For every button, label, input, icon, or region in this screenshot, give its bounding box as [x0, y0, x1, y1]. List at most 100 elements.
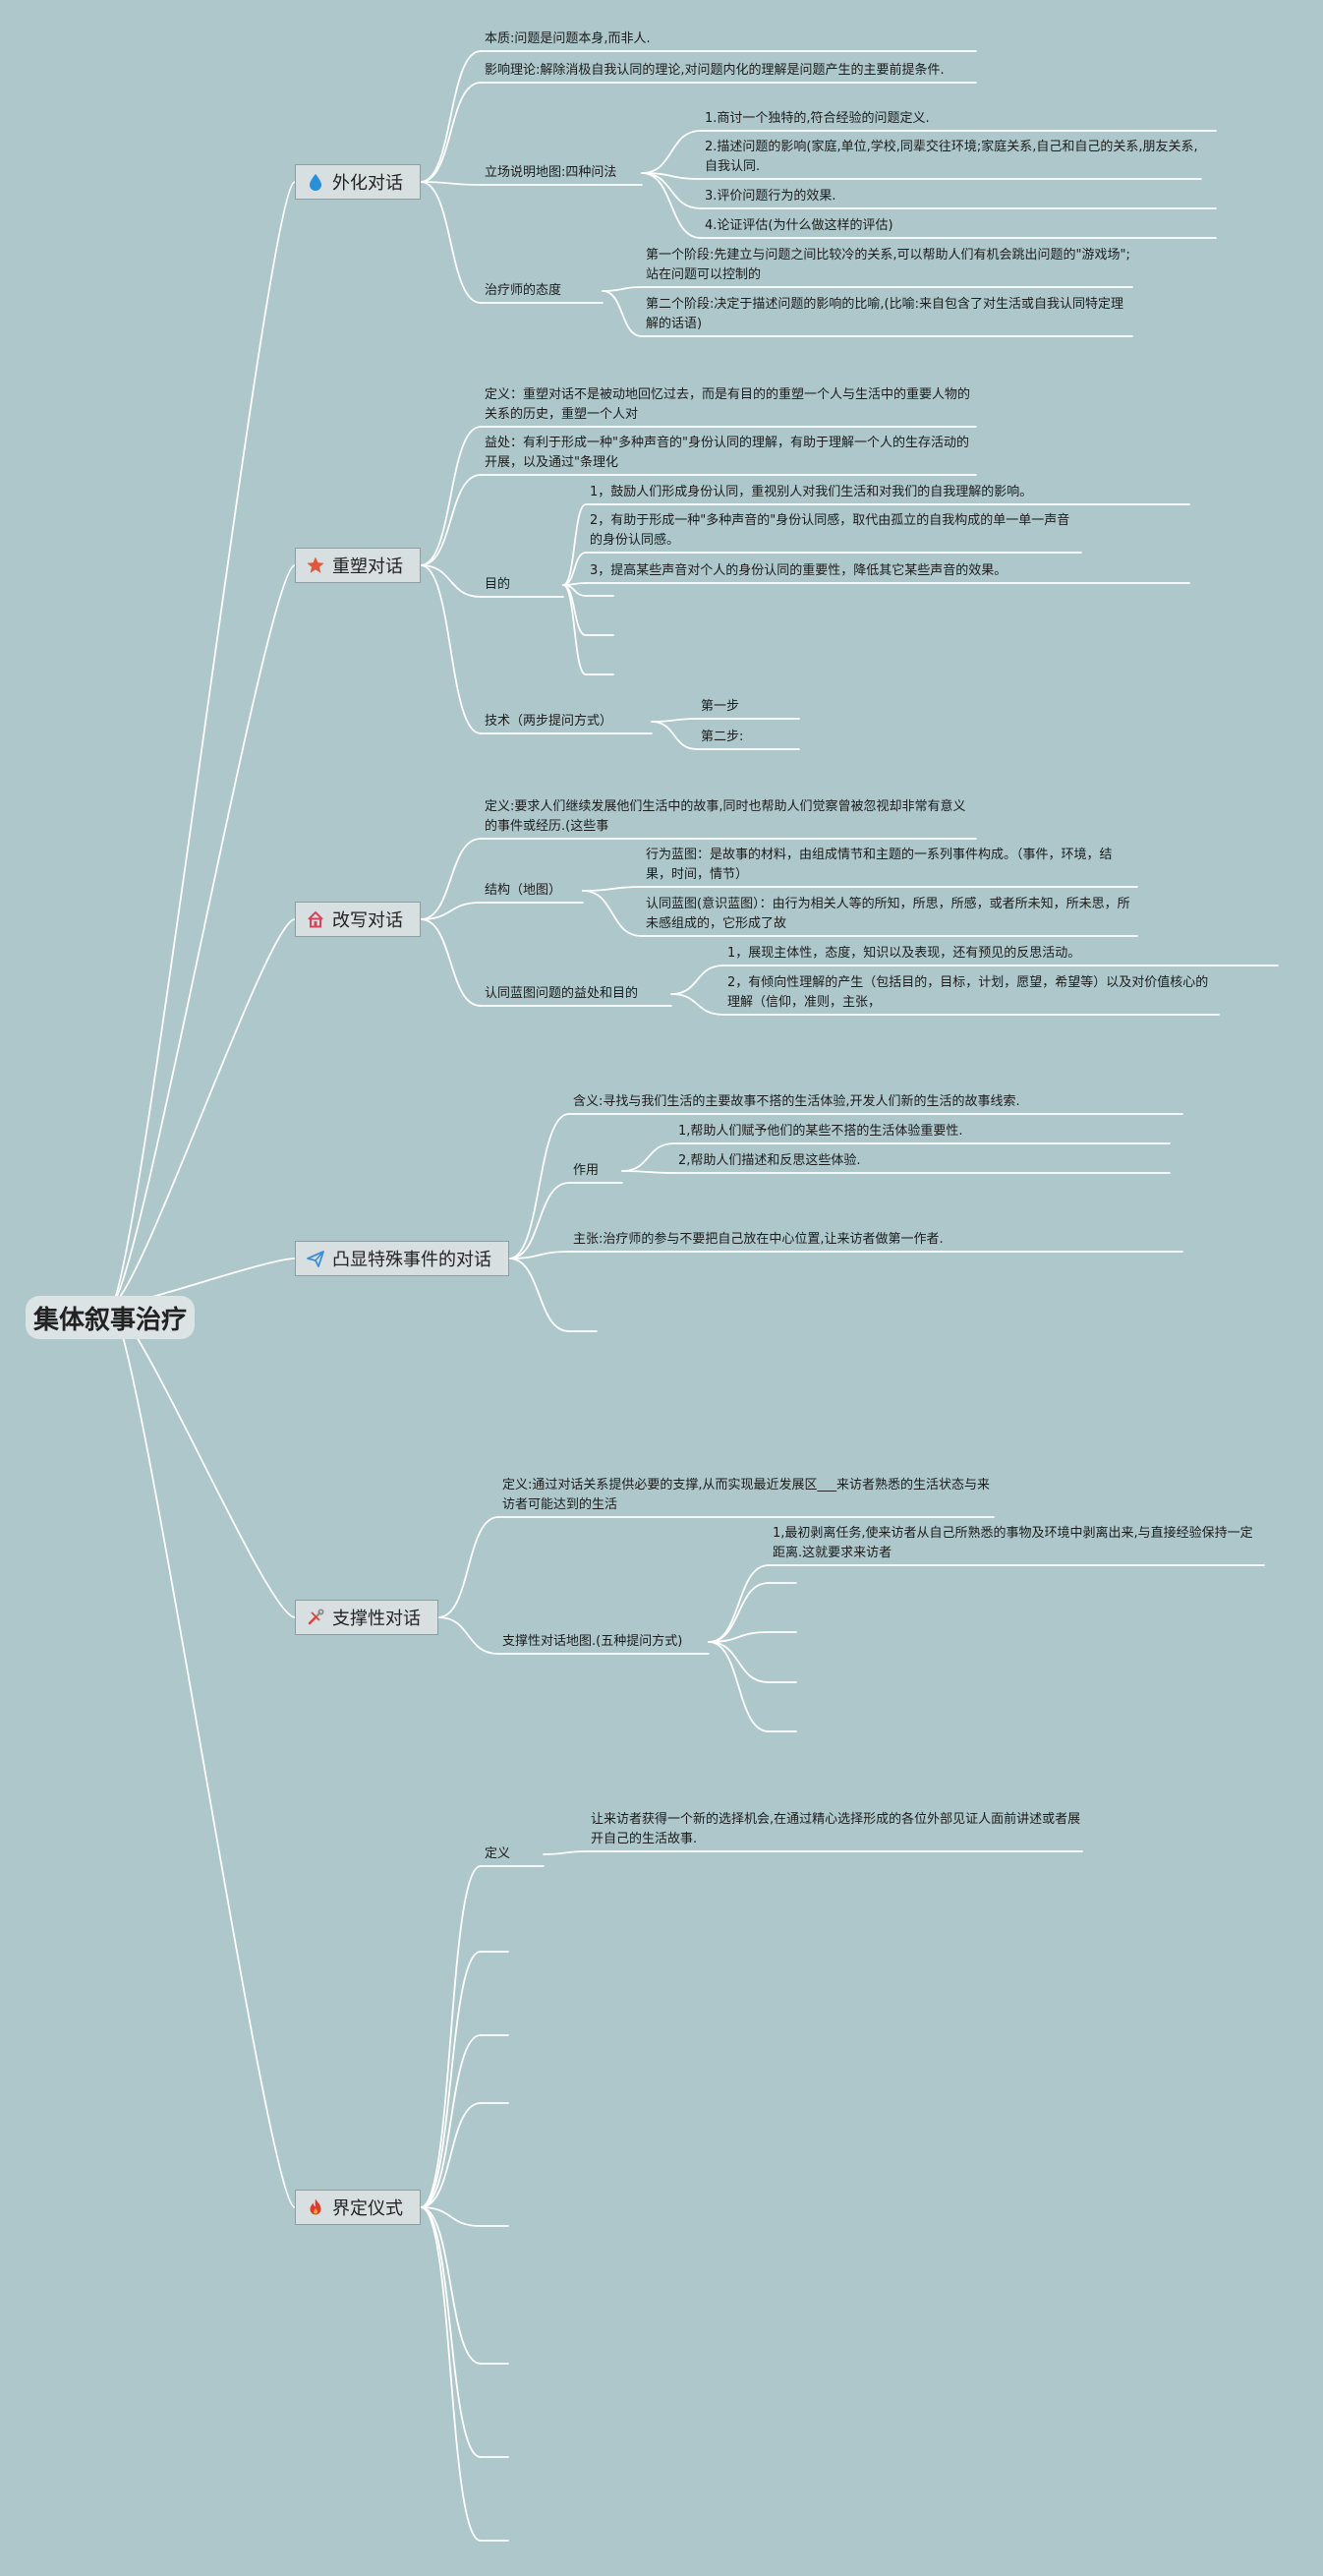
- leaf-position-map-1[interactable]: 1.商讨一个独特的,符合经验的问题定义.: [705, 111, 930, 126]
- topic-unique-outcomes-conversation[interactable]: 凸显特殊事件的对话: [295, 1241, 509, 1276]
- topic-label: 支撑性对话: [332, 1609, 421, 1629]
- connector-line: [420, 2034, 482, 2208]
- topic-definitional-ceremony[interactable]: 界定仪式: [295, 2190, 421, 2225]
- tools-icon: [306, 1608, 325, 1627]
- subtopic-scaffolding-map[interactable]: 支撑性对话地图.(五种提问方式): [502, 1634, 683, 1649]
- topic-re-authoring-conversation[interactable]: 改写对话: [295, 902, 421, 937]
- connector-line: [543, 1850, 588, 1855]
- leaf-purpose-3[interactable]: 3，提高某些声音对个人的身份认同的重要性，降低其它某些声音的效果。: [590, 563, 1007, 578]
- connector-line: [562, 552, 587, 586]
- connector-line: [602, 286, 643, 292]
- topic-scaffolding-conversation[interactable]: 支撑性对话: [295, 1600, 438, 1635]
- connector-line: [420, 50, 482, 183]
- topic-label: 凸显特殊事件的对话: [332, 1250, 491, 1270]
- leaf-therapist-attitude-stage-1[interactable]: 第一个阶段:先建立与问题之间比较冷的关系,可以帮助人们有机会跳出问题的"游戏场"…: [646, 248, 1130, 282]
- topic-label: 重塑对话: [332, 556, 403, 577]
- connector-line: [708, 1641, 770, 1732]
- subtopic-unique-outcomes-meaning[interactable]: 含义:寻找与我们生活的主要故事不搭的生活体验,开发人们新的生活的故事线索.: [573, 1094, 1020, 1109]
- leaf-scaffolding-task-1[interactable]: 1,最初剥离任务,使来访者从自己所熟悉的事物及环境中剥离出来,与直接经验保持一定…: [773, 1526, 1253, 1560]
- leaf-identity-benefit-1[interactable]: 1，展现主体性，态度，知识以及表现，还有预见的反思活动。: [727, 946, 1081, 961]
- leaf-ceremony-definition-text[interactable]: 让来访者获得一个新的选择机会,在通过精心选择形成的各位外部见证人面前讲述或者展开…: [591, 1812, 1081, 1846]
- connector-line: [651, 718, 698, 723]
- connector-line: [670, 993, 724, 1016]
- connector-line: [508, 1113, 570, 1259]
- connector-line: [641, 130, 702, 174]
- connector-line: [582, 890, 643, 937]
- connector-line: [508, 1182, 570, 1259]
- subtopic-two-step-questioning[interactable]: 技术（两步提问方式）: [485, 714, 613, 729]
- leaf-purpose-1[interactable]: 1，鼓励人们形成身份认同，重视别人对我们生活和对我们的自我理解的影响。: [590, 485, 1033, 499]
- leaf-purpose-2[interactable]: 2，有助于形成一种"多种声音的"身份认同感，取代由孤立的自我构成的单一单一声音的…: [590, 513, 1070, 548]
- connector-line: [708, 1641, 770, 1683]
- star-icon: [306, 556, 325, 575]
- connector-line: [420, 181, 482, 186]
- subtopic-scaffolding-definition[interactable]: 定义:通过对话关系提供必要的支撑,从而实现最近发展区___来访者熟悉的生活状态与…: [502, 1478, 991, 1512]
- connector-line: [437, 1616, 499, 1655]
- connector-line: [562, 503, 587, 586]
- connector-line: [708, 1564, 770, 1643]
- leaf-step-two[interactable]: 第二步:: [701, 730, 744, 744]
- connector-line: [508, 1258, 570, 1332]
- subtopic-unique-outcomes-function[interactable]: 作用: [573, 1163, 600, 1178]
- leaf-landscape-of-action[interactable]: 行为蓝图：是故事的材料，由组成情节和主题的一系列事件构成。（事件，环境，结果，时…: [646, 848, 1113, 882]
- connector-line: [109, 564, 296, 1307]
- connector-line: [420, 474, 482, 566]
- connector-line: [670, 965, 724, 995]
- leaf-therapist-attitude-stage-2[interactable]: 第二个阶段:决定于描述问题的影响的比喻,(比喻:来自包含了对生活或自我认同特定理…: [646, 297, 1123, 331]
- connector-line: [109, 1305, 296, 2208]
- connector-line: [508, 1251, 570, 1259]
- subtopic-re-authoring-definition[interactable]: 定义:要求人们继续发展他们生活中的故事,同时也帮助人们觉察曾被忽视却非常有意义的…: [485, 799, 966, 834]
- topic-label: 外化对话: [332, 173, 403, 194]
- leaf-step-one[interactable]: 第一步: [701, 699, 740, 714]
- connector-line: [420, 564, 482, 598]
- connector-line: [582, 886, 643, 892]
- connector-line: [602, 290, 643, 337]
- connector-line: [420, 2206, 482, 2458]
- topic-re-membering-conversation[interactable]: 重塑对话: [295, 548, 421, 583]
- subtopic-re-membering-purpose[interactable]: 目的: [485, 577, 511, 592]
- flame-icon: [306, 2197, 325, 2217]
- topic-label: 界定仪式: [332, 2198, 403, 2219]
- connector-line: [109, 918, 296, 1307]
- topic-externalizing-conversation[interactable]: 外化对话: [295, 164, 421, 200]
- subtopic-re-authoring-structure-map[interactable]: 结构（地图）: [485, 883, 562, 898]
- connector-line: [420, 918, 482, 1007]
- root-topic[interactable]: 集体叙事治疗: [26, 1296, 195, 1339]
- connector-line: [562, 584, 587, 675]
- water-drop-icon: [306, 172, 325, 192]
- subtopic-therapist-attitude[interactable]: 治疗师的态度: [485, 283, 562, 298]
- connector-line: [651, 721, 698, 750]
- subtopic-re-membering-benefit[interactable]: 益处：有利于形成一种"多种声音的"身份认同的理解，有助于理解一个人的生存活动的开…: [485, 436, 969, 470]
- subtopic-externalizing-influence-theory[interactable]: 影响理论:解除消极自我认同的理论,对问题内化的理解是问题产生的主要前提条件.: [485, 63, 945, 78]
- subtopic-re-membering-definition[interactable]: 定义：重塑对话不是被动地回忆过去，而是有目的的重塑一个人与生活中的重要人物的关系…: [485, 387, 971, 422]
- leaf-position-map-4[interactable]: 4.论证评估(为什么做这样的评估): [705, 218, 893, 233]
- house-icon: [306, 909, 325, 929]
- connector-line: [708, 1582, 770, 1643]
- leaf-function-2[interactable]: 2,帮助人们描述和反思这些体验.: [678, 1153, 861, 1168]
- connector-line: [420, 564, 482, 734]
- connector-line: [420, 181, 482, 304]
- subtopic-unique-outcomes-stance[interactable]: 主张:治疗师的参与不要把自己放在中心位置,让来访者做第一作者.: [573, 1232, 944, 1247]
- connector-line: [420, 2102, 482, 2208]
- subtopic-identity-landscape-questions[interactable]: 认同蓝图问题的益处和目的: [485, 986, 639, 1001]
- leaf-position-map-3[interactable]: 3.评价问题行为的效果.: [705, 189, 836, 204]
- connector-line: [420, 2206, 482, 2365]
- connector-line: [621, 1142, 675, 1172]
- connector-line: [621, 1170, 675, 1174]
- connector-line: [420, 1951, 482, 2208]
- connector-line: [420, 1865, 482, 2208]
- connector-line: [437, 1516, 499, 1618]
- subtopic-externalizing-essence[interactable]: 本质:问题是问题本身,而非人.: [485, 31, 651, 46]
- subtopic-statement-of-position-map[interactable]: 立场说明地图:四种问法: [485, 165, 617, 180]
- leaf-identity-benefit-2[interactable]: 2，有倾向性理解的产生（包括目的，目标，计划，愿望，希望等）以及对价值核心的理解…: [727, 975, 1209, 1010]
- paper-plane-icon: [306, 1249, 325, 1268]
- subtopic-ceremony-definition[interactable]: 定义: [485, 1846, 511, 1861]
- connector-line: [109, 181, 296, 1307]
- connector-line: [420, 2206, 482, 2542]
- leaf-position-map-2[interactable]: 2.描述问题的影响(家庭,单位,学校,同辈交往环境;家庭关系,自己和自己的关系,…: [705, 140, 1198, 174]
- leaf-landscape-of-identity[interactable]: 认同蓝图(意识蓝图）：由行为相关人等的所知，所思，所感，或者所未知，所未思，所未…: [646, 897, 1130, 931]
- leaf-function-1[interactable]: 1,帮助人们赋予他们的某些不搭的生活体验重要性.: [678, 1124, 963, 1139]
- connector-line: [420, 2206, 482, 2227]
- topic-label: 改写对话: [332, 910, 403, 931]
